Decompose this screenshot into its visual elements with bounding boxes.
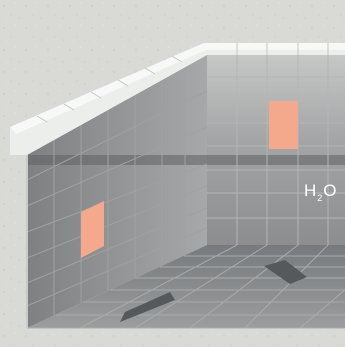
accent-tile-back-wall [269,101,298,149]
formula-h: H [304,181,316,200]
formula-o: O [323,181,336,200]
back-pool-wall [207,55,345,245]
water-formula-label: H2O [304,182,337,199]
formula-subscript: 2 [317,193,322,203]
